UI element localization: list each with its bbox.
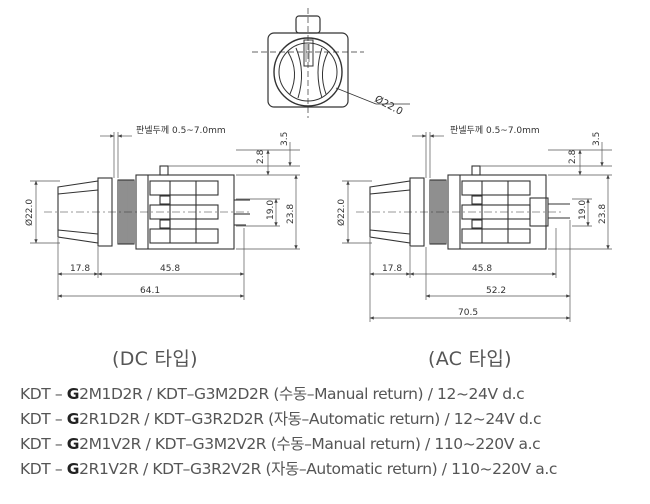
ac-dim-2-8: 2.8 [568,149,578,164]
model-prefix: KDT – [20,385,67,403]
ac-panel-label: 판넬두께 0.5~7.0mm [450,124,540,136]
ac-side-view [356,165,570,250]
ac-dim-23-8: 23.8 [598,204,608,224]
dc-dim-23-8: 23.8 [286,204,296,224]
ac-dimension-lines [342,132,612,322]
dc-dim-2-8: 2.8 [256,149,266,164]
ac-type-caption: (AC 타입) [428,348,512,370]
model-rest: 2M1V2R / KDT–G3M2V2R (수동–Manual return) … [79,435,541,453]
ac-dim-19-0: 19.0 [578,200,588,220]
model-series-letter: G [66,460,80,478]
ac-dim-52-2: 52.2 [486,286,506,296]
model-rest: 2M1D2R / KDT–G3M2D2R (수동–Manual return) … [79,385,525,403]
model-line: KDT – G2M1D2R / KDT–G3M2D2R (수동–Manual r… [20,382,645,407]
model-prefix: KDT – [20,460,67,478]
dc-dimension-lines [30,132,300,300]
model-series-letter: G [66,410,80,428]
dc-dim-45-8: 45.8 [160,264,180,274]
dc-dim-left-dia: Ø22.0 [24,199,35,226]
dc-dim-64-1: 64.1 [140,286,160,296]
model-prefix: KDT – [20,435,67,453]
model-line: KDT – G2R1D2R / KDT–G3R2D2R (자동–Automati… [20,407,645,432]
ac-dim-17-8: 17.8 [382,264,402,274]
model-list: KDT – G2M1D2R / KDT–G3M2D2R (수동–Manual r… [20,382,645,482]
model-prefix: KDT – [20,410,67,428]
model-series-letter: G [66,385,80,403]
dc-dim-17-8: 17.8 [70,264,90,274]
model-line: KDT – G2M1V2R / KDT–G3M2V2R (수동–Manual r… [20,432,645,457]
top-view [252,8,410,118]
dc-type-caption: (DC 타입) [112,348,198,370]
top-diameter-label: Ø22.0 [373,93,405,118]
model-rest: 2R1V2R / KDT–G3R2V2R (자동–Automatic retur… [79,460,557,478]
ac-dim-3-5: 3.5 [592,132,602,146]
ac-dim-left-dia: Ø22.0 [336,199,347,226]
dc-dim-3-5: 3.5 [280,132,290,146]
ac-dim-70-5: 70.5 [458,308,478,318]
dc-side-view [44,165,250,250]
ac-dim-45-8: 45.8 [472,264,492,274]
model-series-letter: G [66,435,80,453]
dc-dim-19-0: 19.0 [266,200,276,220]
model-line: KDT – G2R1V2R / KDT–G3R2V2R (자동–Automati… [20,457,645,482]
model-rest: 2R1D2R / KDT–G3R2D2R (자동–Automatic retur… [79,410,542,428]
dc-panel-label: 판넬두께 0.5~7.0mm [136,124,226,136]
